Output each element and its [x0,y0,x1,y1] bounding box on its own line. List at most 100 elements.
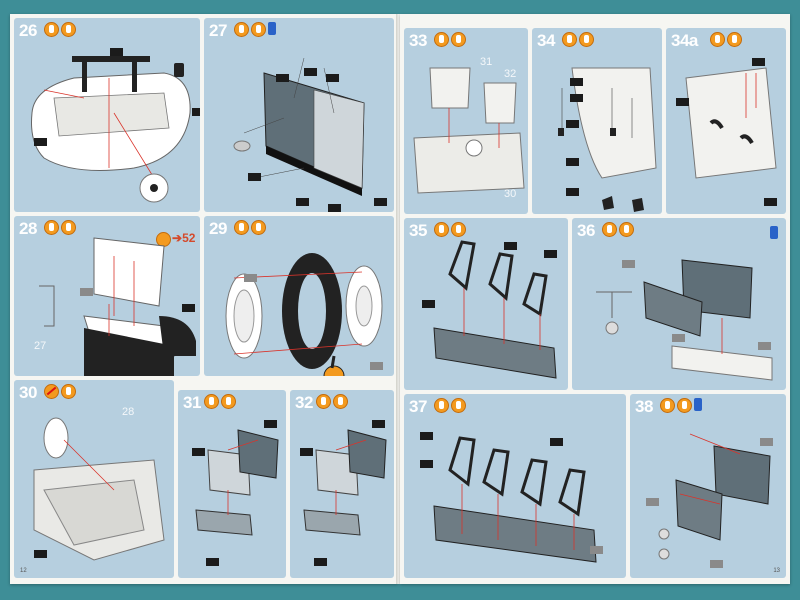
glue-icon [221,394,236,409]
color-flag-icon [110,48,123,56]
color-flag-icon [296,198,309,206]
step-29-panel: 29 [204,216,394,376]
color-flag-icon [420,432,433,440]
color-flag-icon [304,68,317,76]
color-flag-icon [672,334,685,342]
sub-figure-ref: 31 [480,56,493,68]
glue-icon [434,32,449,47]
color-flag-icon [570,78,583,86]
color-flag-icon [276,74,289,82]
step-31-panel: 31 [178,390,286,578]
color-flag-icon [758,342,771,350]
step-number: 29 [209,219,227,238]
glue-icon [579,32,594,47]
step-number: 33 [409,31,427,50]
step-26-drawing [31,56,191,203]
color-flag-icon [676,98,689,106]
step-number: 31 [183,393,201,412]
glue-icon [61,220,76,235]
color-flag-icon [192,108,200,116]
color-flag-icon [182,304,195,312]
color-flag-icon [566,188,579,196]
glue-icon [660,398,675,413]
booklet-spine [396,14,402,584]
step-37-panel: 37 [404,394,626,578]
color-flag-icon [300,448,313,456]
color-flag-icon [622,260,635,268]
color-flag-icon [34,138,47,146]
color-flag-icon [550,438,563,446]
color-flag-icon [326,74,339,82]
sub-figure-ref: 32 [504,68,517,80]
color-flag-icon [422,300,435,308]
glue-icon [204,394,219,409]
color-flag-icon [420,460,433,468]
color-flag-icon [206,558,219,566]
paint-can-icon [770,226,778,239]
step-30-panel: 30 28 12 [14,380,174,578]
step-number: 37 [409,397,427,416]
color-flag-icon [192,448,205,456]
step-30-drawing [33,417,165,561]
paint-can-icon [268,22,276,35]
color-flag-icon [590,546,603,554]
step-32-drawing [303,429,387,536]
color-flag-icon [244,274,257,282]
step-37-drawing [433,436,597,563]
sub-figure-ref: 30 [504,188,517,200]
step-number: 26 [19,21,37,40]
glue-icon [333,394,348,409]
glue-icon [61,22,76,37]
color-flag-icon [504,242,517,250]
color-flag-icon [570,94,583,102]
glue-icon [316,394,331,409]
glue-icon [451,32,466,47]
step-number: 28 [19,219,37,238]
page-number-left: 12 [20,568,27,574]
color-flag-icon [372,420,385,428]
color-flag-icon [314,558,327,566]
step-35-drawing [433,240,557,379]
step-34-drawing [558,67,657,212]
sub-figure-ref: 27 [34,340,47,352]
step-28-drawing [39,237,196,376]
step-number: 34a [671,31,698,50]
color-flag-icon [566,158,579,166]
step-38-panel: 38 13 [630,394,786,578]
glue-icon [619,222,634,237]
step-34a-panel: 34a [666,28,786,214]
glue-icon [602,222,617,237]
step-number: 32 [295,393,313,412]
glue-icon [61,384,76,399]
step-31-drawing [195,429,279,536]
color-flag-icon [374,198,387,206]
no-glue-icon [44,384,59,399]
color-flag-icon [80,288,93,296]
color-flag-icon [264,420,277,428]
glue-icon [434,398,449,413]
color-flag-icon [646,498,659,506]
glue-icon [44,22,59,37]
step-number: 38 [635,397,653,416]
step-33-panel: 33 31 32 30 [404,28,528,214]
step-27-drawing [233,57,365,196]
step-27-panel: 27 [204,18,394,212]
glue-icon [434,222,449,237]
step-number: 30 [19,383,37,402]
step-34a-drawing [685,67,777,179]
step-number: 35 [409,221,427,240]
color-flag-icon [752,58,765,66]
step-36-drawing [596,259,773,381]
color-flag-icon [370,362,383,370]
color-flag-icon [710,560,723,568]
step-34-panel: 34 [532,28,662,214]
color-flag-icon [760,438,773,446]
glue-icon [234,220,249,235]
glue-icon [451,398,466,413]
left-page: 26 27 [10,14,398,584]
glue-icon [251,220,266,235]
step-number: 34 [537,31,555,50]
glue-icon [234,22,249,37]
color-flag-icon [544,250,557,258]
color-flag-icon [764,198,777,206]
